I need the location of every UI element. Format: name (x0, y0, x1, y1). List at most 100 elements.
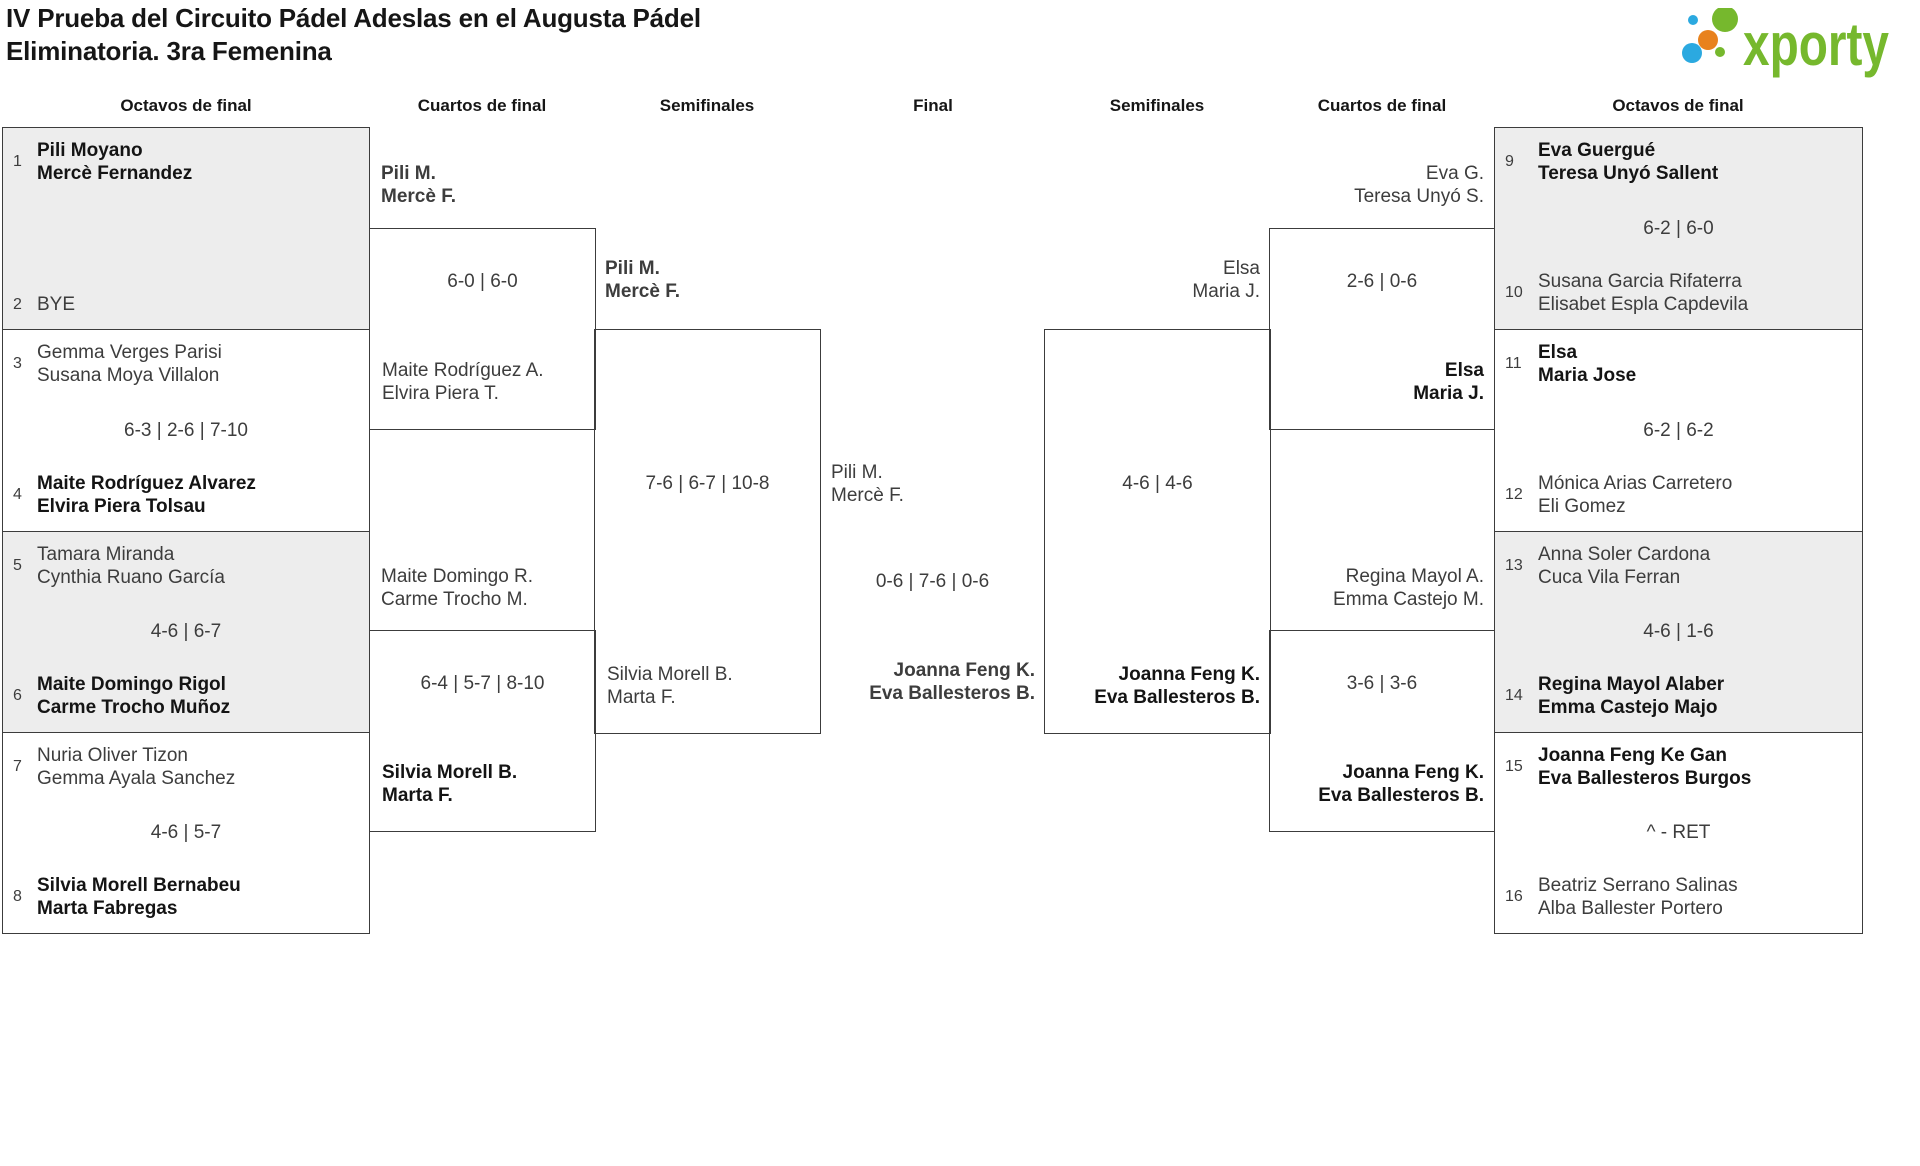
team-names: Silvia Morell Bernabeu Marta Fabregas (37, 875, 241, 919)
team-row: 15 Joanna Feng Ke Gan Eva Ballesteros Bu… (1505, 744, 1854, 790)
seed-number: 3 (13, 355, 22, 372)
team-row: 10 Susana Garcia Rifaterra Elisabet Espl… (1505, 270, 1854, 316)
match-score: 6-0 | 6-0 (447, 271, 518, 292)
logo-dot-blue-large (1682, 43, 1702, 63)
round-header-sf-right: Semifinales (1109, 96, 1205, 115)
match-score: 7-6 | 6-7 | 10-8 (645, 473, 770, 494)
match-score: 4-6 | 6-7 (150, 621, 222, 642)
match-sf-left: 7-6 | 6-7 | 10-8 Silvia Morell B. Marta … (594, 329, 821, 734)
team-row: 16 Beatriz Serrano Salinas Alba Balleste… (1505, 874, 1854, 920)
team-row: 12 Mónica Arias Carretero Eli Gomez (1505, 472, 1854, 518)
team-names: Mónica Arias Carretero Eli Gomez (1538, 473, 1733, 517)
team-row: 2 BYE (13, 293, 361, 316)
seed-number: 13 (1505, 557, 1523, 574)
match-r16-left-4: 7 Nuria Oliver Tizon Gemma Ayala Sanchez… (2, 732, 370, 934)
logo-wordmark: xporty (1743, 11, 1889, 78)
final-score: 0-6 | 7-6 | 0-6 (875, 571, 990, 592)
team-names: BYE (37, 294, 76, 315)
round-header-qf-right: Cuartos de final (1317, 96, 1447, 115)
page-title: IV Prueba del Circuito Pádel Adeslas en … (6, 2, 701, 68)
seed-number: 7 (13, 758, 22, 775)
seed-number: 1 (13, 153, 22, 170)
match-qf-left-1: 6-0 | 6-0 Maite Rodríguez A. Elvira Pier… (369, 228, 596, 430)
team-row: 3 Gemma Verges Parisi Susana Moya Villal… (13, 341, 361, 387)
team-names: Maite Domingo Rigol Carme Trocho Muñoz (37, 674, 231, 718)
match-score: 4-6 | 5-7 (150, 822, 222, 843)
match-r16-right-1: 9 Eva Guergué Teresa Unyó Sallent 6-2 | … (1494, 127, 1863, 330)
final-team-right: Joanna Feng K. Eva Ballesteros B. (869, 660, 1035, 704)
qf-right-1-team-bottom: Elsa Maria J. (1413, 360, 1484, 404)
final-team-left: Pili M. Mercè F. (831, 462, 904, 506)
team-names: Joanna Feng Ke Gan Eva Ballesteros Burgo… (1538, 745, 1752, 789)
match-score: 2-6 | 0-6 (1346, 271, 1418, 292)
seed-number: 4 (13, 486, 22, 503)
team-names: Nuria Oliver Tizon Gemma Ayala Sanchez (37, 745, 236, 789)
match-score: 6-3 | 2-6 | 7-10 (124, 419, 248, 441)
logo-dot-green-large (1712, 6, 1738, 32)
round-header-r16-right: Octavos de final (1612, 96, 1744, 115)
match-score: ^ - RET (1646, 822, 1711, 843)
seed-number: 8 (13, 888, 22, 905)
qf-right-2-team-bottom: Joanna Feng K. Eva Ballesteros B. (1318, 762, 1484, 806)
seed-number: 2 (13, 295, 22, 313)
qf-left-1-team-bottom: Maite Rodríguez A. Elvira Piera T. (382, 360, 544, 404)
team-names: Susana Garcia Rifaterra Elisabet Espla C… (1538, 271, 1749, 315)
seed-number: 9 (1505, 153, 1514, 170)
round-header-qf-left: Cuartos de final (417, 96, 547, 115)
team-row: 4 Maite Rodríguez Alvarez Elvira Piera T… (13, 472, 361, 518)
match-score: 6-2 | 6-0 (1643, 217, 1714, 239)
seed-number: 14 (1505, 687, 1523, 704)
match-r16-left-1: 1 Pili Moyano Mercè Fernandez 2 BYE (2, 127, 370, 330)
seed-number: 12 (1505, 486, 1523, 503)
qf-left-1-team-top: Pili M. Mercè F. (381, 163, 456, 207)
xporty-logo-graphic: xporty (1682, 6, 1889, 78)
team-names: Beatriz Serrano Salinas Alba Ballester P… (1538, 875, 1738, 919)
match-qf-left-2: 6-4 | 5-7 | 8-10 Silvia Morell B. Marta … (369, 630, 596, 832)
round-header-r16-left: Octavos de final (120, 96, 252, 115)
match-sf-right: 4-6 | 4-6 Joanna Feng K. Eva Ballesteros… (1044, 329, 1271, 734)
match-r16-right-4: 15 Joanna Feng Ke Gan Eva Ballesteros Bu… (1494, 732, 1863, 934)
team-row: 14 Regina Mayol Alaber Emma Castejo Majo (1505, 673, 1854, 719)
match-r16-right-2: 11 Elsa Maria Jose 6-2 | 6-2 12 Mónica A… (1494, 329, 1863, 532)
match-score: 3-6 | 3-6 (1346, 673, 1418, 694)
qf-left-2-team-bottom: Silvia Morell B. Marta F. (382, 762, 518, 806)
team-names: Regina Mayol Alaber Emma Castejo Majo (1538, 674, 1725, 718)
team-names: Gemma Verges Parisi Susana Moya Villalon (37, 342, 222, 386)
match-qf-right-2: 3-6 | 3-6 Joanna Feng K. Eva Ballesteros… (1269, 630, 1495, 832)
team-row: 7 Nuria Oliver Tizon Gemma Ayala Sanchez (13, 744, 361, 790)
team-row: 1 Pili Moyano Mercè Fernandez (13, 139, 361, 185)
sf-right-team-top: Elsa Maria J. (1192, 258, 1260, 302)
team-names: Eva Guergué Teresa Unyó Sallent (1538, 140, 1719, 184)
match-score: 6-2 | 6-2 (1643, 419, 1714, 441)
match-score: 4-6 | 1-6 (1643, 621, 1714, 642)
team-row: 9 Eva Guergué Teresa Unyó Sallent (1505, 139, 1854, 185)
xporty-logo[interactable]: xporty (1682, 6, 1892, 82)
match-qf-right-1: 2-6 | 0-6 Elsa Maria J. (1269, 228, 1495, 430)
logo-dot-green-small (1715, 47, 1725, 57)
team-row: 6 Maite Domingo Rigol Carme Trocho Muñoz (13, 673, 361, 719)
match-score: 6-4 | 5-7 | 8-10 (420, 673, 545, 694)
team-names: Elsa Maria Jose (1538, 342, 1637, 386)
match-score: 4-6 | 4-6 (1122, 473, 1193, 494)
seed-number: 10 (1505, 284, 1523, 301)
title-line-2: Eliminatoria. 3ra Femenina (6, 36, 332, 66)
sf-right-team-bottom: Joanna Feng K. Eva Ballesteros B. (1094, 664, 1260, 708)
seed-number: 15 (1505, 758, 1523, 775)
seed-number: 11 (1505, 355, 1522, 372)
qf-left-2-team-top: Maite Domingo R. Carme Trocho M. (381, 566, 534, 610)
seed-number: 6 (13, 687, 22, 704)
team-names: Tamara Miranda Cynthia Ruano García (37, 544, 225, 588)
match-r16-right-3: 13 Anna Soler Cardona Cuca Vila Ferran 4… (1494, 531, 1863, 733)
logo-dot-blue-small (1688, 15, 1698, 25)
team-names: Pili Moyano Mercè Fernandez (37, 140, 193, 184)
team-row: 13 Anna Soler Cardona Cuca Vila Ferran (1505, 543, 1854, 589)
team-row: 11 Elsa Maria Jose (1505, 341, 1854, 387)
round-header-sf-left: Semifinales (659, 96, 755, 115)
match-r16-left-3: 5 Tamara Miranda Cynthia Ruano García 4-… (2, 531, 370, 733)
logo-dot-orange (1698, 30, 1718, 50)
title-line-1: IV Prueba del Circuito Pádel Adeslas en … (6, 3, 701, 33)
match-r16-left-2: 3 Gemma Verges Parisi Susana Moya Villal… (2, 329, 370, 532)
seed-number: 5 (13, 557, 22, 574)
qf-right-1-team-top: Eva G. Teresa Unyó S. (1354, 163, 1484, 207)
